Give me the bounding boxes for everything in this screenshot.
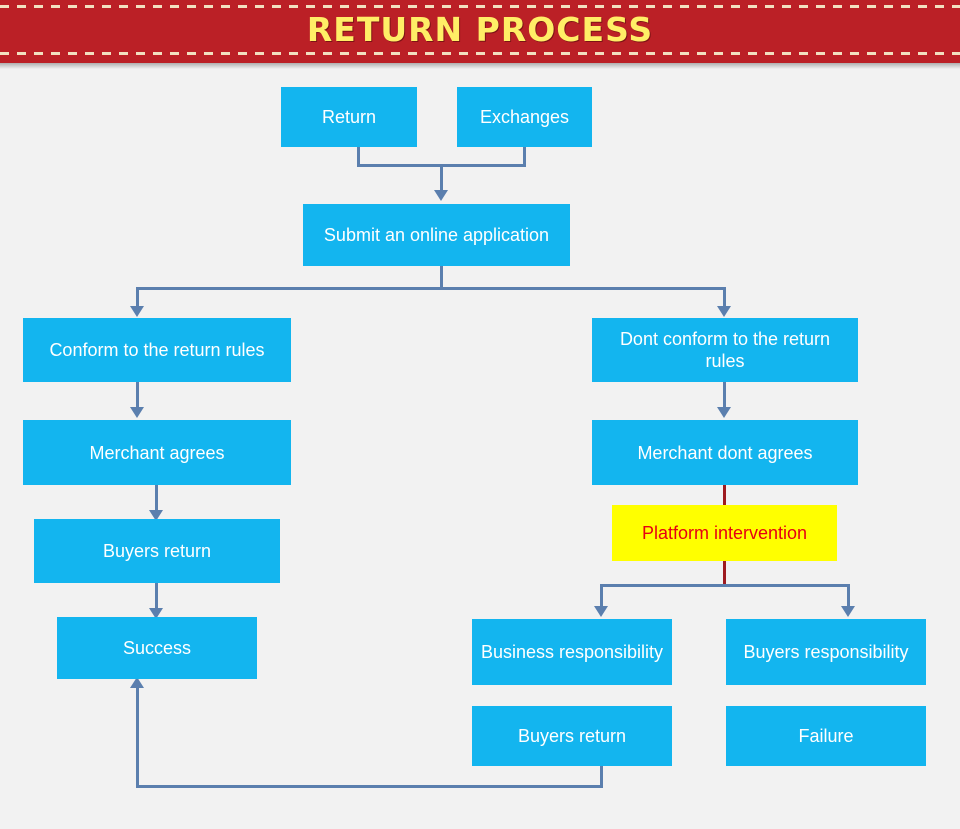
node-merchant-agrees[interactable]: Merchant agrees (23, 420, 291, 485)
edge-conform-down (136, 381, 139, 411)
header-shadow (0, 63, 960, 69)
edge-return-path-arrow (130, 677, 144, 688)
edge-platform-right-arrow (841, 606, 855, 617)
edge-submit-down (440, 265, 443, 289)
edge-split-left-arrow (130, 306, 144, 317)
edge-platform-left-arrow (594, 606, 608, 617)
edge-merchant-agrees-down (155, 484, 158, 514)
edge-return-path-up (136, 686, 139, 786)
node-submit-application[interactable]: Submit an online application (303, 204, 570, 266)
header-dash-line-top (0, 5, 960, 8)
edge-merchant-disagrees-down (723, 484, 726, 506)
edge-platform-down (723, 560, 726, 586)
node-buyers-responsibility[interactable]: Buyers responsibility (726, 619, 926, 685)
node-buyers-return-middle[interactable]: Buyers return (472, 706, 672, 766)
edge-conform-arrow (130, 407, 144, 418)
node-exchanges[interactable]: Exchanges (457, 87, 592, 147)
edge-return-path-bar (136, 785, 603, 788)
edge-split-right-down (723, 287, 726, 311)
edge-exchanges-down (523, 146, 526, 166)
node-dont-conform-to-return-rules[interactable]: Dont conform to the return rules (592, 318, 858, 382)
edge-platform-split-bar (600, 584, 850, 587)
edge-buyers-return-arrow (149, 608, 163, 619)
edge-split-left-down (136, 287, 139, 311)
header-banner: RETURN PROCESS (0, 0, 960, 63)
header-dash-line-bottom (0, 52, 960, 55)
edge-return-down (357, 146, 360, 166)
edge-join-to-submit-arrow (434, 190, 448, 201)
edge-platform-right-down (847, 584, 850, 609)
node-buyers-return-left[interactable]: Buyers return (34, 519, 280, 583)
edge-buyers-return-down (155, 582, 158, 612)
edge-not-conform-down (723, 381, 726, 411)
edge-not-conform-arrow (717, 407, 731, 418)
node-return[interactable]: Return (281, 87, 417, 147)
node-success[interactable]: Success (57, 617, 257, 679)
node-platform-intervention[interactable]: Platform intervention (612, 505, 837, 561)
node-failure[interactable]: Failure (726, 706, 926, 766)
edge-submit-split-bar (136, 287, 726, 290)
edge-merchant-agrees-arrow (149, 510, 163, 521)
node-conform-to-return-rules[interactable]: Conform to the return rules (23, 318, 291, 382)
edge-return-path-down (600, 765, 603, 788)
edge-platform-left-down (600, 584, 603, 609)
page-title: RETURN PROCESS (306, 10, 654, 49)
edge-join-to-submit (440, 164, 443, 194)
node-business-responsibility[interactable]: Business responsibility (472, 619, 672, 685)
node-merchant-dont-agrees[interactable]: Merchant dont agrees (592, 420, 858, 485)
edge-split-right-arrow (717, 306, 731, 317)
